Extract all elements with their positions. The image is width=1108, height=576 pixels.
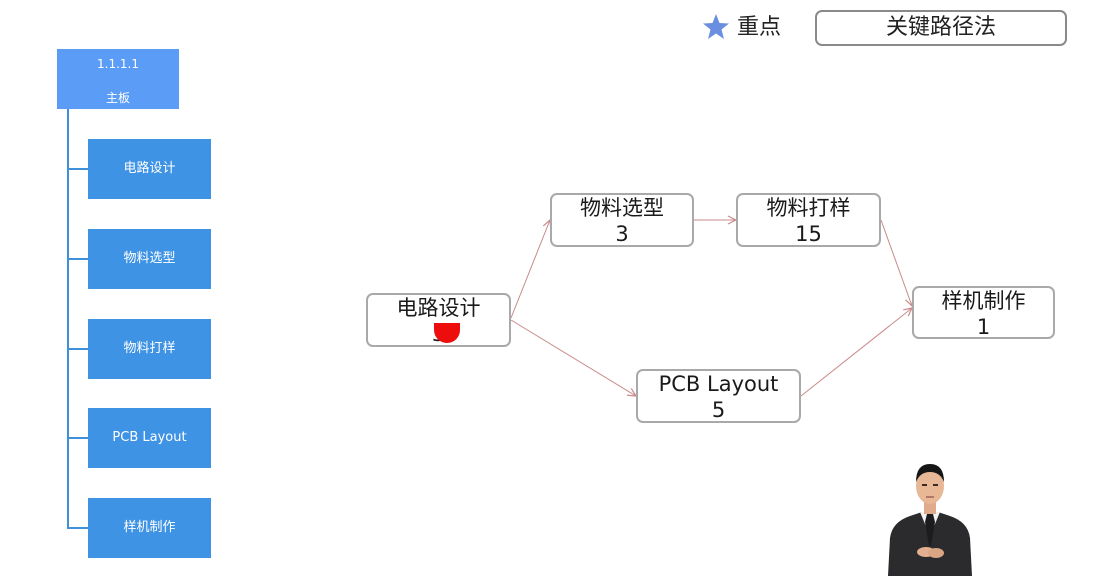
wbs-connector-spine xyxy=(67,109,69,529)
wbs-item-material-selection: 物料选型 xyxy=(88,229,211,289)
wbs-item-prototype: 样机制作 xyxy=(88,498,211,558)
wbs-connector-branch xyxy=(67,437,88,439)
wbs-item-pcb-layout: PCB Layout xyxy=(88,408,211,468)
wbs-connector-branch xyxy=(67,258,88,260)
critical-path-button[interactable]: 关键路径法 xyxy=(815,10,1067,46)
wbs-connector-branch xyxy=(67,527,88,529)
node-duration: 3 xyxy=(615,222,629,246)
node-name: PCB Layout xyxy=(658,372,779,396)
network-node-material-selection: 物料选型 3 xyxy=(550,193,694,247)
wbs-item-circuit-design: 电路设计 xyxy=(88,139,211,199)
wbs-connector-branch xyxy=(67,168,88,170)
edge-circuit-to-selection xyxy=(510,220,550,319)
red-highlight-mark xyxy=(434,323,460,343)
presenter-video xyxy=(888,464,972,576)
wbs-root-name: 主板 xyxy=(105,91,130,105)
node-duration: 1 xyxy=(976,315,991,339)
edge-pcb-to-prototype xyxy=(800,308,912,397)
node-name: 样机制作 xyxy=(941,289,1026,313)
edge-sampling-to-prototype xyxy=(880,219,912,306)
node-name: 物料打样 xyxy=(766,196,851,220)
star-icon xyxy=(703,14,729,39)
edge-circuit-to-pcb xyxy=(510,319,636,396)
node-name: 物料选型 xyxy=(580,196,664,220)
wbs-root-code: 1.1.1.1 xyxy=(97,57,139,71)
wbs-item-material-sampling: 物料打样 xyxy=(88,319,211,379)
wbs-root-node: 1.1.1.1 主板 xyxy=(57,49,179,109)
wbs-connector-branch xyxy=(67,348,88,350)
legend-key-label: 重点 xyxy=(737,15,782,40)
node-name: 电路设计 xyxy=(396,296,481,320)
node-duration: 5 xyxy=(711,398,726,422)
node-duration: 15 xyxy=(795,222,822,246)
network-node-material-sampling: 物料打样 15 xyxy=(736,193,881,247)
network-node-pcb-layout: PCB Layout 5 xyxy=(636,369,801,423)
network-node-prototype: 样机制作 1 xyxy=(912,286,1055,339)
